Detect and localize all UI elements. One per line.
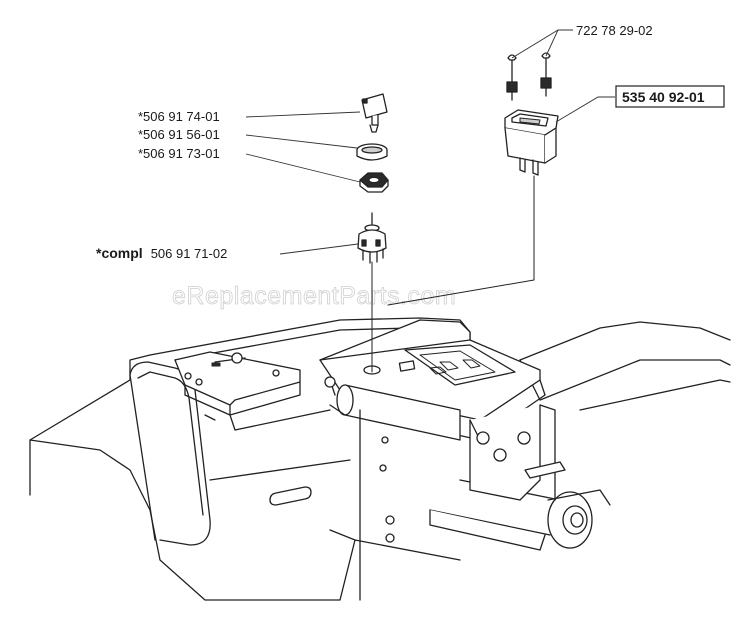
ignition-nut [359,172,389,193]
safety-switch [387,109,559,306]
ignition-switch [357,212,387,373]
callout-nut-part-number: *506 91 73-01 [138,146,220,161]
callout-cap-part-number: *506 91 56-01 [138,127,220,142]
mounting-bolts [506,52,552,101]
callout-bolts-part-number: 722 78 29-02 [576,23,653,38]
callout-switch-part-number: 535 40 92-01 [622,89,705,105]
callout-switch-box: 535 40 92-01 [615,85,725,108]
callout-leaders [245,29,615,255]
callout-ignition-part-number: 506 91 71-02 [151,246,228,261]
watermark-text: eReplacementParts.com [172,282,456,310]
callout-ignition-prefix: *compl [96,245,143,261]
chassis-frame [29,317,731,601]
callout-key-part-number: *506 91 74-01 [138,109,220,124]
ignition-cap [356,143,388,161]
ignition-key [361,93,388,133]
callout-ignition-switch: *compl 506 91 71-02 [96,245,227,262]
